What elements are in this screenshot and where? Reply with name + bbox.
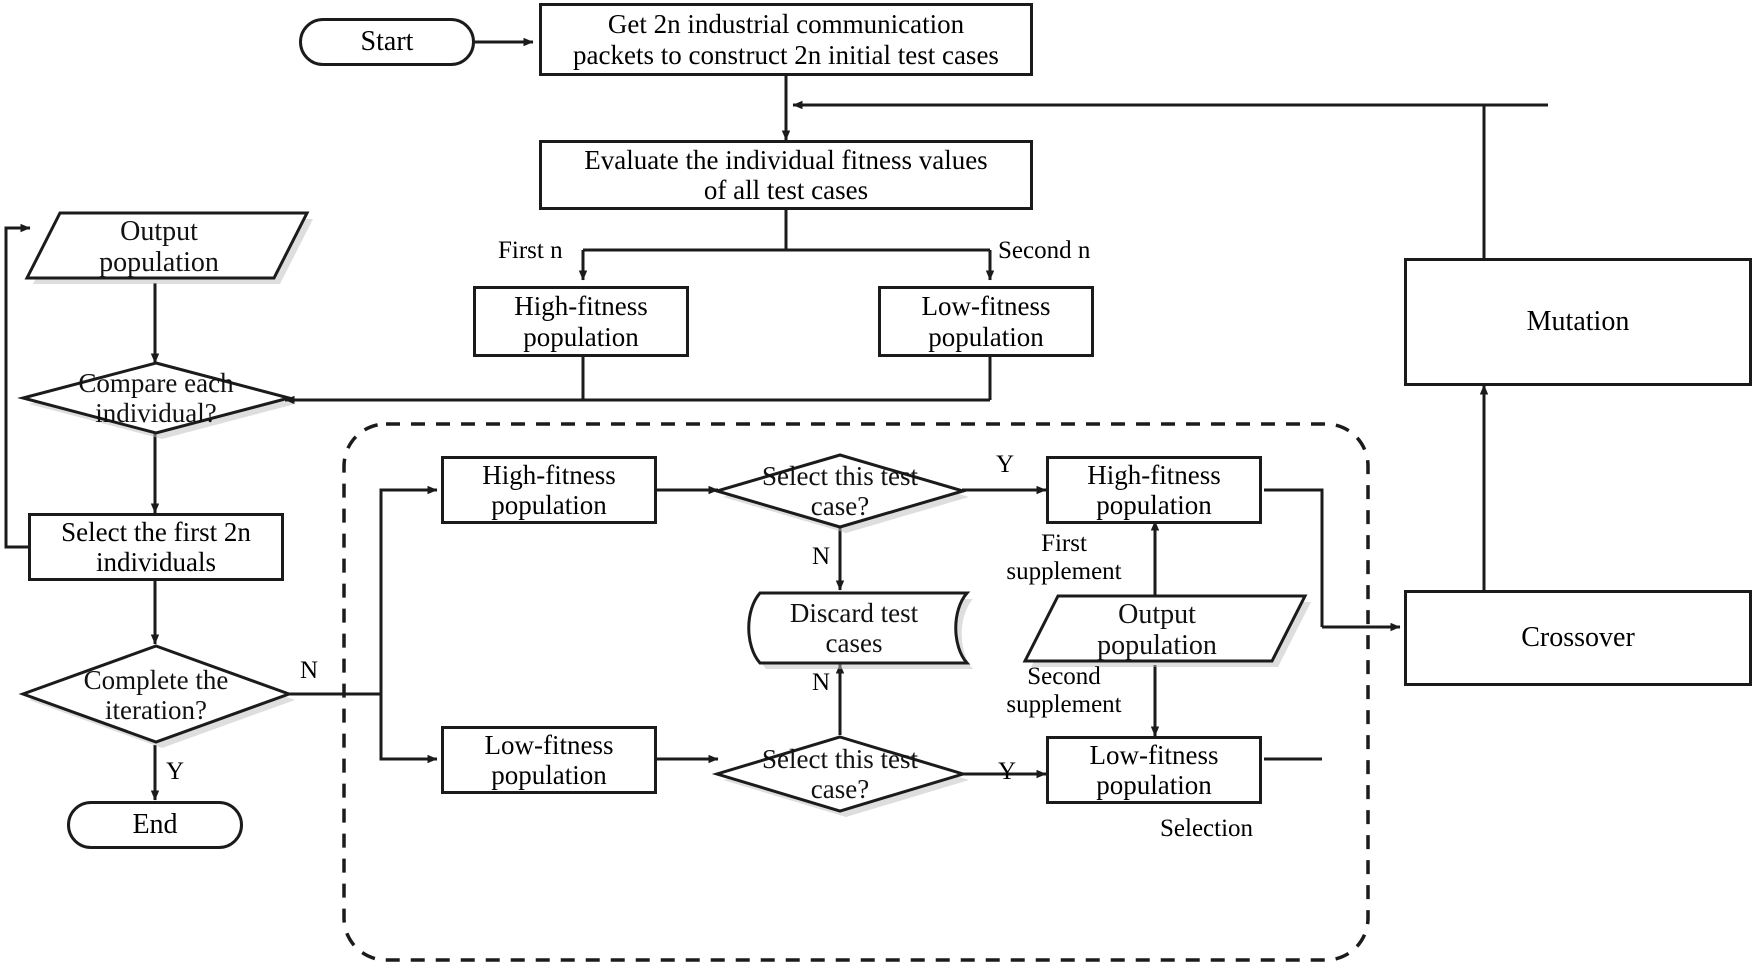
node-discard-cases-label: Discard test cases xyxy=(789,597,919,658)
node-output-population-mid-label: Output population xyxy=(1097,598,1217,661)
node-complete-iteration[interactable]: Complete the iteration? xyxy=(18,643,295,748)
edge-label-n-select-top: N xyxy=(812,543,831,570)
node-high-fitness-top-label: High-fitness population xyxy=(514,291,648,352)
node-crossover[interactable]: Crossover xyxy=(1404,590,1752,686)
node-low-fitness-out[interactable]: Low-fitness population xyxy=(1046,736,1262,804)
node-low-fitness-in[interactable]: Low-fitness population xyxy=(441,726,657,794)
node-select-first-2n[interactable]: Select the first 2n individuals xyxy=(28,513,284,581)
selection-group-label: Selection xyxy=(1160,815,1254,842)
node-output-population-mid[interactable]: Output population xyxy=(1022,593,1311,667)
edge-label-n-select-bottom: N xyxy=(812,669,831,696)
edge-label-second-supplement: Second supplement xyxy=(1006,663,1122,718)
node-end-label: End xyxy=(132,809,178,841)
node-evaluate-label: Evaluate the individual fitness values o… xyxy=(584,144,988,205)
node-end[interactable]: End xyxy=(67,801,243,849)
node-low-fitness-out-label: Low-fitness population xyxy=(1089,739,1219,800)
node-mutation-label: Mutation xyxy=(1526,306,1630,338)
node-get-packets-label: Get 2n industrial communication packets … xyxy=(573,9,999,70)
node-start[interactable]: Start xyxy=(299,18,475,66)
node-compare-each-label: Compare each individual? xyxy=(78,367,234,428)
node-high-fitness-out-label: High-fitness population xyxy=(1087,459,1221,520)
node-high-fitness-top[interactable]: High-fitness population xyxy=(473,286,689,357)
node-select-first-2n-label: Select the first 2n individuals xyxy=(61,516,251,577)
node-evaluate[interactable]: Evaluate the individual fitness values o… xyxy=(539,140,1033,210)
node-high-fitness-out[interactable]: High-fitness population xyxy=(1046,456,1262,524)
node-output-population-left[interactable]: Output population xyxy=(24,210,313,284)
edge-label-first-supplement: First supplement xyxy=(1006,530,1122,585)
node-output-population-left-label: Output population xyxy=(99,215,219,278)
node-select-case-bottom-label: Select this test case? xyxy=(762,743,918,804)
node-complete-iteration-label: Complete the iteration? xyxy=(83,664,229,725)
node-low-fitness-top-label: Low-fitness population xyxy=(921,291,1051,352)
node-low-fitness-in-label: Low-fitness population xyxy=(484,729,614,790)
node-high-fitness-in[interactable]: High-fitness population xyxy=(441,456,657,524)
node-select-case-bottom[interactable]: Select this test case? xyxy=(711,734,969,817)
edge-label-n-iteration: N xyxy=(300,657,319,684)
edge-label-y-select-top: Y xyxy=(996,451,1015,478)
node-low-fitness-top[interactable]: Low-fitness population xyxy=(878,286,1094,357)
edge-label-y-select-bottom: Y xyxy=(998,758,1017,785)
node-high-fitness-in-label: High-fitness population xyxy=(482,459,616,520)
node-get-packets[interactable]: Get 2n industrial communication packets … xyxy=(539,3,1033,76)
node-mutation[interactable]: Mutation xyxy=(1404,258,1752,386)
node-crossover-label: Crossover xyxy=(1521,622,1635,654)
node-discard-cases[interactable]: Discard test cases xyxy=(738,590,973,669)
node-select-case-top[interactable]: Select this test case? xyxy=(711,452,969,533)
edge-label-second-n: Second n xyxy=(998,237,1091,264)
node-compare-each[interactable]: Compare each individual? xyxy=(17,360,295,439)
node-start-label: Start xyxy=(360,26,414,58)
node-select-case-top-label: Select this test case? xyxy=(762,460,918,521)
edge-label-y-iteration: Y xyxy=(166,758,185,785)
edge-label-first-n: First n xyxy=(498,237,563,264)
